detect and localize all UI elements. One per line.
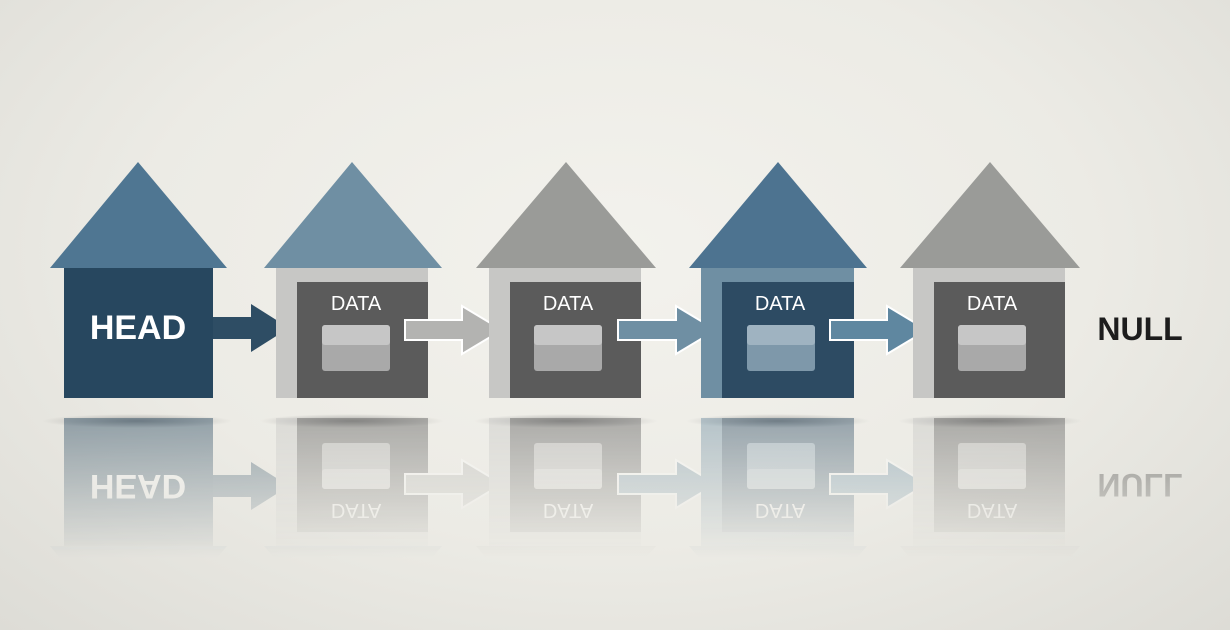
scene: HEAD DATA bbox=[50, 162, 1183, 398]
arrow-shape bbox=[404, 304, 504, 356]
pointer-arrow-3 bbox=[617, 304, 718, 356]
node-roof bbox=[900, 162, 1080, 268]
node-label: DATA bbox=[755, 293, 806, 315]
node-data-field-highlight bbox=[322, 325, 390, 345]
head-roof bbox=[50, 162, 227, 268]
head-label: HEAD bbox=[90, 309, 186, 347]
node-label: DATA bbox=[967, 293, 1018, 315]
data-node-1: DATA bbox=[264, 162, 442, 398]
pointer-arrow-1 bbox=[213, 304, 289, 352]
arrow-shape bbox=[617, 304, 718, 356]
head-node: HEAD bbox=[50, 162, 227, 398]
arrow-shape bbox=[213, 304, 289, 352]
reflection bbox=[49, 415, 1184, 630]
node-roof bbox=[476, 162, 656, 268]
node-roof bbox=[264, 162, 442, 268]
node-label: DATA bbox=[543, 293, 594, 315]
node-data-field-highlight bbox=[747, 325, 815, 345]
pointer-arrow-2 bbox=[404, 304, 504, 356]
data-node-2: DATA bbox=[476, 162, 656, 398]
node-roof bbox=[689, 162, 867, 268]
node-data-field-highlight bbox=[534, 325, 602, 345]
head-body bbox=[64, 268, 213, 398]
arrow-shape bbox=[829, 304, 929, 356]
data-node-3: DATA bbox=[689, 162, 867, 398]
node-label: DATA bbox=[331, 293, 382, 315]
data-node-4: DATA bbox=[900, 162, 1080, 398]
pointer-arrow-4 bbox=[829, 304, 929, 356]
null-label: NULL bbox=[1097, 311, 1182, 347]
node-data-field-highlight bbox=[958, 325, 1026, 345]
